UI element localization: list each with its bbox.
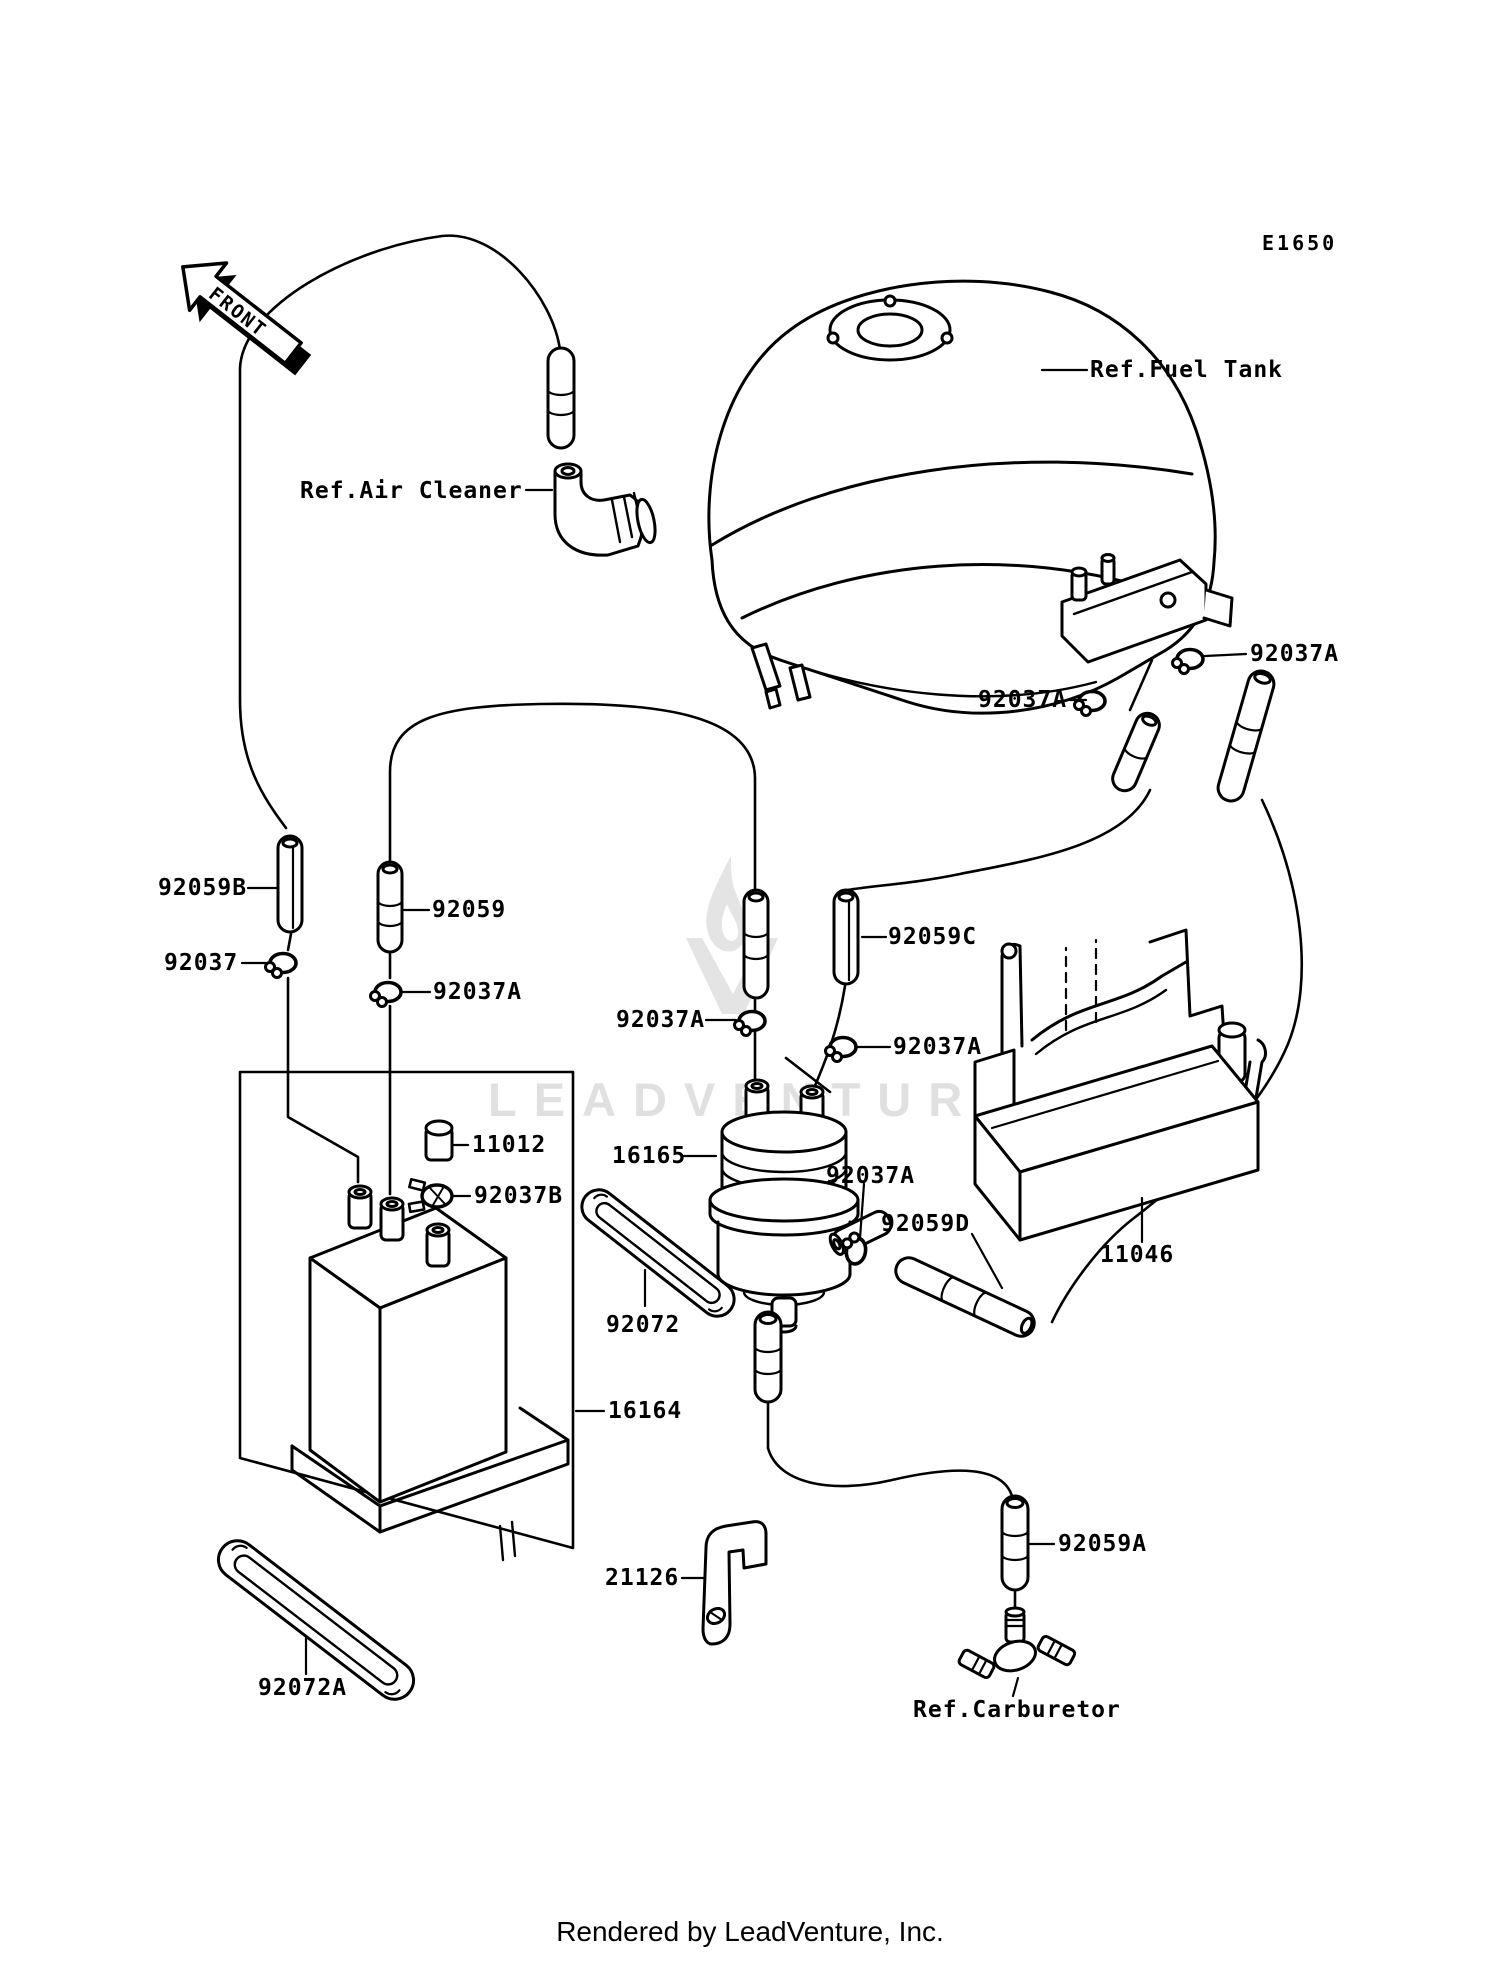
clamp-icon (263, 951, 298, 980)
tube-92059a-art (1000, 1494, 1030, 1592)
label-21126: 21126 (605, 1565, 680, 1591)
label-ref-air-cleaner: Ref.Air Cleaner (300, 478, 523, 504)
fuel-tank-art (707, 279, 1234, 715)
label-92037b: 92037B (474, 1183, 564, 1209)
tube-below-filter-art (753, 1310, 783, 1404)
label-92072a: 92072A (258, 1675, 348, 1701)
label-92059b: 92059B (158, 875, 248, 901)
label-92037a: 92037A (433, 979, 523, 1005)
tube-tank-right-art (1216, 669, 1276, 803)
label-92059: 92059 (432, 897, 507, 923)
label-ref-carburetor: Ref.Carburetor (913, 1697, 1121, 1723)
canister-16165-art (708, 1078, 893, 1334)
footer-credit: Rendered by LeadVenture, Inc. (556, 1916, 944, 1947)
label-92037a: 92037A (978, 687, 1068, 713)
label-92037: 92037 (164, 950, 239, 976)
air-cleaner-elbow-art (546, 346, 657, 557)
label-92037a: 92037A (616, 1007, 706, 1033)
label-92072: 92072 (606, 1312, 681, 1338)
label-ref-fuel-tank: Ref.Fuel Tank (1090, 357, 1284, 383)
tube-92059-art (376, 860, 404, 954)
clamp-icon (823, 1035, 858, 1064)
label-92037a: 92037A (893, 1034, 983, 1060)
tube-92059c-art (832, 888, 860, 986)
label-11046: 11046 (1100, 1242, 1175, 1268)
clamp-92037b-art (407, 1177, 454, 1214)
label-92037a: 92037A (826, 1163, 916, 1189)
front-arrow-icon (181, 261, 312, 376)
label-16165: 16165 (612, 1143, 687, 1169)
hose-lines (238, 234, 1304, 1614)
group-box-16164 (238, 1070, 575, 1550)
tube-u-loop-art (742, 888, 770, 1000)
leader-lines (240, 368, 1248, 1698)
diagram-code: E1650 (1262, 231, 1338, 255)
label-92037a: 92037A (1250, 641, 1340, 667)
clamp-icon (1170, 647, 1205, 676)
t-fitting-art (957, 1606, 1077, 1680)
label-11012: 11012 (472, 1132, 547, 1158)
tube-92059b-art (276, 834, 304, 934)
clamp-icon (368, 980, 403, 1009)
band-92072a-art (216, 1539, 416, 1701)
clamp-icon (732, 1009, 767, 1038)
label-92059c: 92059C (888, 924, 978, 950)
band-92072-art (580, 1188, 736, 1318)
cap-11012-art (424, 1119, 454, 1162)
label-92059d: 92059D (881, 1211, 971, 1237)
bracket-11046-art (973, 928, 1267, 1242)
label-16164: 16164 (608, 1398, 683, 1424)
label-92059a: 92059A (1058, 1531, 1148, 1557)
tube-tank-left-art (1111, 711, 1161, 793)
bracket-21126-art (701, 1520, 768, 1646)
tube-92059d-art (894, 1256, 1036, 1338)
canister-16164-art (290, 1184, 570, 1562)
